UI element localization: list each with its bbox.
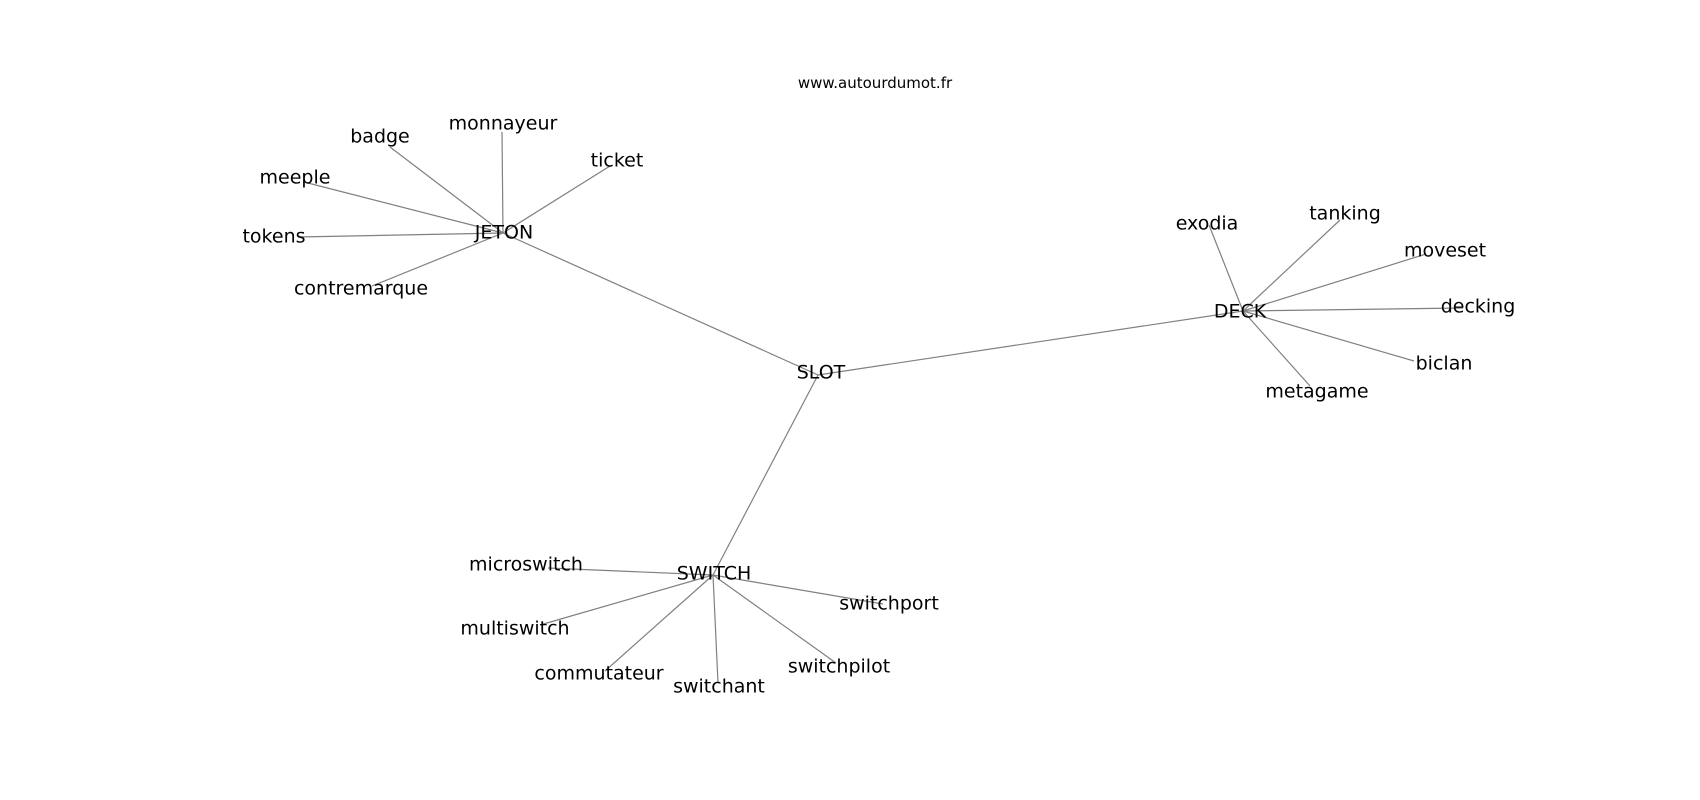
node-label-decking: decking: [1441, 296, 1516, 318]
node-label-biclan: biclan: [1416, 353, 1473, 375]
node-label-multiswitch: multiswitch: [460, 618, 569, 640]
node-label-switchport: switchport: [839, 593, 939, 615]
node-label-monnayeur: monnayeur: [449, 113, 558, 135]
node-label-ticket: ticket: [591, 150, 644, 172]
edge-jeton-monnayeur: [501, 131, 504, 234]
node-label-switch: SWITCH: [677, 563, 752, 585]
node-label-microswitch: microswitch: [469, 554, 583, 576]
edge-switch-multiswitch: [539, 574, 714, 626]
node-label-meeple: meeple: [260, 167, 331, 189]
edge-deck-decking: [1242, 307, 1464, 312]
edge-deck-moveset: [1242, 253, 1427, 312]
edge-deck-metagame: [1242, 310, 1311, 387]
edge-slot-switch: [712, 374, 819, 576]
edge-jeton-ticket: [502, 165, 611, 234]
edge-deck-biclan: [1242, 310, 1415, 362]
edge-deck-tanking: [1242, 219, 1341, 312]
edge-group: [297, 131, 1464, 684]
edge-switch-switchpilot: [712, 574, 837, 664]
edge-switch-switchport: [712, 574, 884, 605]
node-label-switchant: switchant: [673, 676, 765, 698]
node-label-badge: badge: [350, 126, 410, 148]
edge-jeton-contremarque: [371, 232, 504, 287]
node-label-slot: SLOT: [797, 362, 846, 384]
source-label: www.autourdumot.fr: [798, 74, 953, 92]
edge-jeton-tokens: [297, 232, 504, 238]
node-label-jeton: JETON: [474, 222, 533, 244]
edge-deck-exodia: [1208, 224, 1244, 312]
node-label-metagame: metagame: [1265, 381, 1368, 403]
edge-switch-microswitch: [547, 567, 714, 576]
edge-slot-deck: [817, 310, 1244, 376]
node-group: SLOT JETON DECK SWITCH badge monnayeur ticket m…: [242, 113, 1515, 698]
edge-switch-switchant: [712, 574, 719, 684]
edge-slot-jeton: [502, 232, 819, 376]
edge-jeton-badge: [389, 146, 504, 234]
node-label-contremarque: contremarque: [294, 278, 428, 300]
node-label-exodia: exodia: [1176, 213, 1239, 235]
node-label-tanking: tanking: [1309, 203, 1381, 225]
node-label-deck: DECK: [1214, 301, 1267, 323]
node-label-tokens: tokens: [242, 226, 305, 248]
node-label-switchpilot: switchpilot: [788, 656, 890, 678]
edge-switch-commutateur: [604, 574, 714, 672]
edge-jeton-meeple: [303, 181, 504, 234]
node-label-moveset: moveset: [1404, 240, 1486, 262]
node-label-commutateur: commutateur: [534, 663, 663, 685]
